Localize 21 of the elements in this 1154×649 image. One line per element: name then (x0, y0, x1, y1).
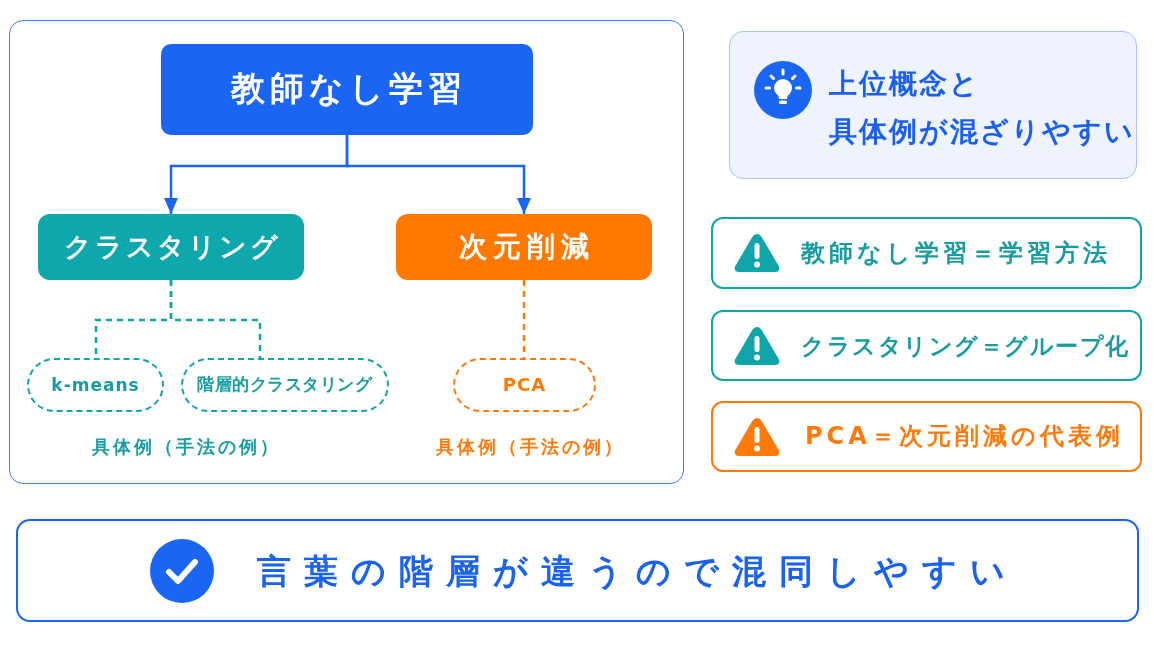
warning-text: 教師なし学習＝学習方法 (801, 237, 1111, 269)
note-box (729, 31, 1137, 179)
caption-text: 具体例（手法の例） (435, 435, 625, 459)
note-text: 上位概念と具体例が混ざりやすい (829, 66, 1135, 150)
warning-box (711, 310, 1142, 381)
caption-text: 具体例（手法の例） (91, 435, 281, 459)
process-box: クラスタリング (37, 213, 304, 280)
dashed-pill: 階層的クラスタリング (180, 357, 389, 412)
warning-box (711, 401, 1142, 472)
process-box: 次元削減 (395, 213, 652, 280)
warning-box (711, 217, 1142, 289)
warning-text: PCA＝次元削減の代表例 (805, 421, 1124, 452)
diagram-panel (9, 20, 684, 484)
dashed-pill: k-means (26, 357, 164, 412)
connector-line (169, 280, 262, 358)
process-box: 教師なし学習 (160, 43, 533, 135)
summary-box (16, 519, 1139, 622)
arrow (345, 135, 531, 214)
warning-text: クラスタリング＝グループ化 (801, 331, 1130, 361)
summary-text: 言葉の階層が違うので混同しやすい (257, 549, 1018, 593)
dashed-pill: PCA (452, 357, 596, 412)
